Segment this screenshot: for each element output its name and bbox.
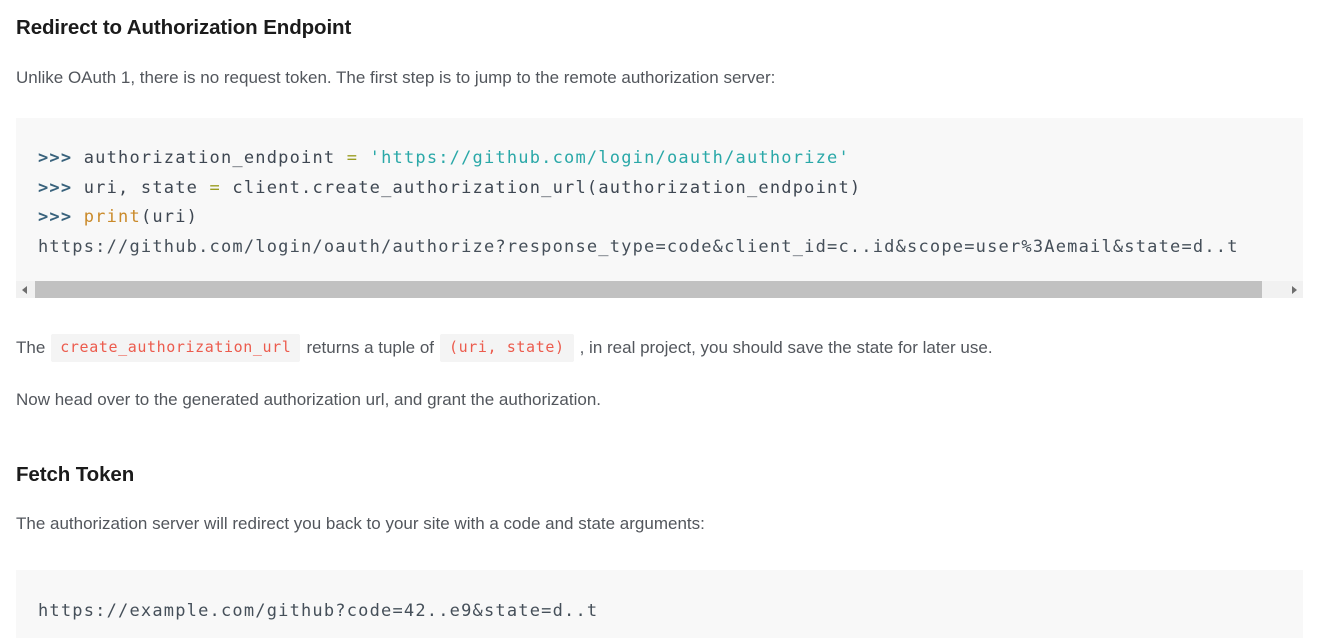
- code-token-url: https://example.com/github?code=42..e9&s…: [38, 600, 599, 621]
- code-token-args: (uri): [140, 207, 199, 228]
- paragraph-fetch-intro: The authorization server will redirect y…: [16, 514, 705, 534]
- code-token-name: authorization_endpoint: [83, 148, 347, 169]
- scrollbar-left-button[interactable]: [16, 281, 33, 299]
- code-line: https://github.com/login/oauth/authorize…: [38, 233, 1281, 263]
- code-block-callback-url: https://example.com/github?code=42..e9&s…: [16, 569, 1303, 638]
- horizontal-scrollbar[interactable]: [16, 281, 1303, 299]
- inline-code-create-authorization-url: create_authorization_url: [51, 334, 301, 362]
- code-line: >>> uri, state = client.create_authoriza…: [38, 174, 1281, 204]
- tuple-text-1: The: [16, 337, 46, 357]
- code-token-operator: =: [209, 177, 233, 198]
- code-token-name: uri, state: [83, 177, 210, 198]
- code-block-authorization: >>> authorization_endpoint = 'https://gi…: [16, 118, 1303, 299]
- code-token-builtin: print: [83, 207, 141, 228]
- code-token-output: https://github.com/login/oauth/authorize…: [38, 236, 1239, 257]
- code-scroll-area[interactable]: >>> authorization_endpoint = 'https://gi…: [16, 118, 1303, 281]
- code-line: https://example.com/github?code=42..e9&s…: [38, 597, 1281, 627]
- paragraph-redirect-intro: Unlike OAuth 1, there is no request toke…: [16, 67, 776, 87]
- code-token-string: 'https://github.com/login/oauth/authoriz…: [369, 148, 850, 169]
- tuple-text-2: returns a tuple of: [306, 337, 435, 357]
- scrollbar-right-button[interactable]: [1286, 281, 1303, 299]
- code-token-prompt: >>>: [38, 148, 84, 169]
- code-token-call: client.create_authorization_url(authoriz…: [232, 177, 862, 198]
- code-token-operator: =: [346, 148, 370, 169]
- inline-code-uri-state: (uri, state): [440, 334, 574, 362]
- code-line: >>> authorization_endpoint = 'https://gi…: [38, 144, 1281, 174]
- doc-content: Redirect to Authorization Endpoint Unlik…: [0, 16, 1319, 638]
- right-arrow-icon: [1292, 285, 1297, 294]
- scrollbar-thumb[interactable]: [35, 281, 1262, 299]
- heading-fetch-token: Fetch Token: [16, 462, 135, 486]
- heading-redirect-to-authorization-endpoint: Redirect to Authorization Endpoint: [16, 16, 352, 39]
- left-arrow-icon: [22, 285, 27, 294]
- paragraph-now-head-over: Now head over to the generated authoriza…: [16, 389, 601, 409]
- code-token-prompt: >>>: [38, 207, 84, 228]
- paragraph-tuple-note: The create_authorization_url returns a t…: [16, 334, 1303, 362]
- tuple-text-3: , in real project, you should save the s…: [579, 337, 993, 357]
- code-line: >>> print(uri): [38, 203, 1281, 233]
- scrollbar-track[interactable]: [33, 281, 1286, 299]
- code-token-prompt: >>>: [38, 177, 84, 198]
